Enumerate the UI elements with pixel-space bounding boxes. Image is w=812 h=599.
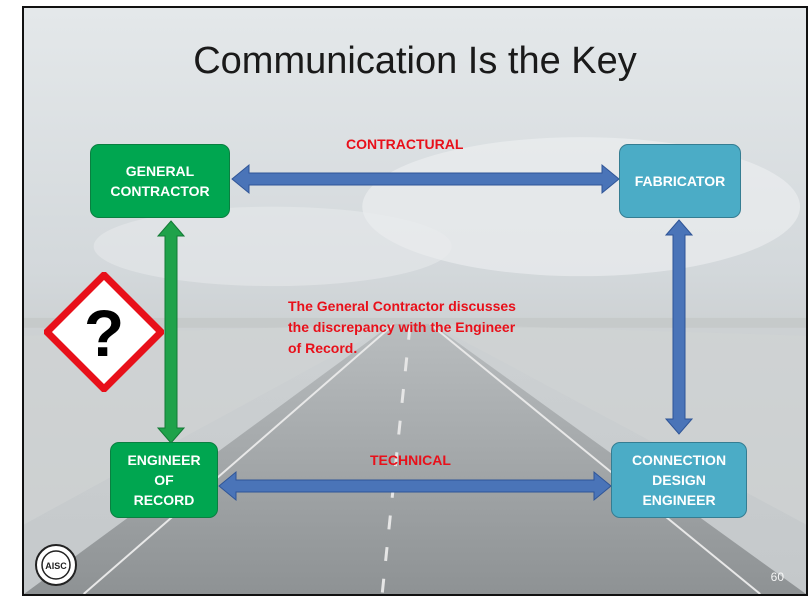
- general-contractor-line1: GENERAL: [125, 162, 195, 179]
- discrepancy-note-line3: of Record.: [288, 340, 358, 356]
- general-contractor-line2: CONTRACTOR: [110, 183, 210, 199]
- discrepancy-note-line2: the discrepancy with the Engineer: [288, 319, 516, 335]
- technical-arrow: [218, 470, 612, 502]
- fab-cde-arrow: [664, 219, 694, 435]
- aisc-seal-logo: AISC: [35, 544, 77, 586]
- engineer-of-record-line3: RECORD: [133, 492, 195, 509]
- discrepancy-note-line1: The General Contractor discusses: [288, 298, 516, 314]
- engineer-of-record-line2: OF: [154, 471, 174, 488]
- svg-text:AISC: AISC: [45, 561, 67, 571]
- connection-design-engineer-box: CONNECTION DESIGN ENGINEER: [611, 442, 747, 518]
- question-mark-warning-icon: ?: [44, 272, 164, 392]
- contractual-arrow: [231, 163, 620, 195]
- connection-design-engineer-line1: CONNECTION: [631, 451, 727, 468]
- technical-label: TECHNICAL: [370, 452, 451, 468]
- fabricator-box: FABRICATOR: [619, 144, 741, 218]
- connection-design-engineer-line3: ENGINEER: [642, 492, 716, 509]
- connection-arrows: [156, 163, 694, 502]
- discrepancy-note: The General Contractor discusses the dis…: [288, 296, 516, 359]
- page-number: 60: [770, 570, 784, 584]
- connection-design-engineer-line2: DESIGN: [652, 471, 706, 488]
- svg-text:?: ?: [84, 296, 124, 370]
- general-contractor-box: GENERAL CONTRACTOR: [90, 144, 230, 218]
- engineer-of-record-box: ENGINEER OF RECORD: [110, 442, 218, 518]
- slide-title: Communication Is the Key: [193, 40, 637, 82]
- slide: Communication Is the Key GENERAL CONTRAC…: [22, 6, 808, 596]
- engineer-of-record-line1: ENGINEER: [127, 451, 201, 468]
- contractual-label: CONTRACTURAL: [346, 136, 464, 152]
- fabricator-label: FABRICATOR: [634, 172, 726, 189]
